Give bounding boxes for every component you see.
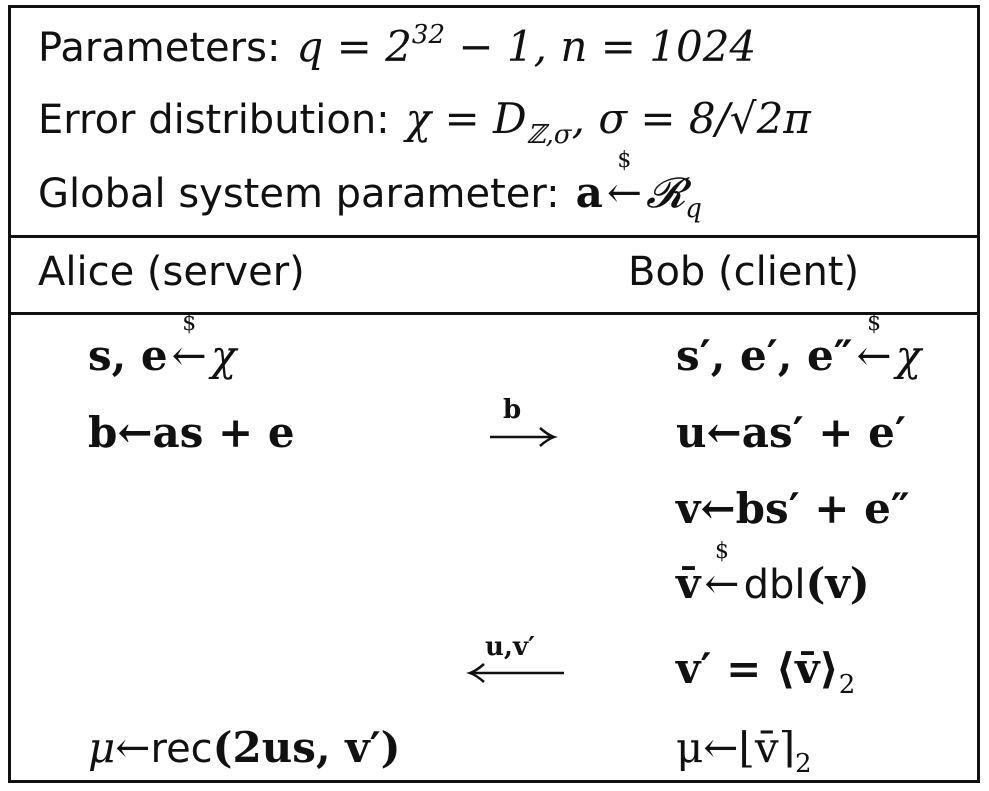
bob-mu-step: μ←⌊v̄⌉2 xyxy=(676,727,812,779)
gets-arrow: ← xyxy=(606,168,643,217)
rec-function: rec xyxy=(150,726,213,772)
q-expression: q = 232 − 1, n = 1024 xyxy=(296,22,756,71)
R-subscript: q xyxy=(685,194,702,224)
sigma-rest: , σ = 8/√2π xyxy=(571,94,811,143)
chi-expression: χ = Dℤ,σ, σ = 8/√2π xyxy=(405,94,811,149)
R-symbol: 𝓡q xyxy=(646,168,702,223)
alice-sample-arrow: $← xyxy=(172,313,207,377)
bob-dbl-step: v̄ $← dbl(v) xyxy=(676,541,870,608)
gets-arrow: ← xyxy=(171,331,207,380)
right-arrow-icon xyxy=(490,427,558,447)
alice-column-title: Alice (server) xyxy=(38,249,305,295)
bob-dbl-arrow: $← xyxy=(704,541,739,605)
alice-se: s, e xyxy=(88,331,168,380)
gets-arrow: ← xyxy=(704,559,740,608)
dollar-sign: $ xyxy=(617,148,632,173)
dollar-sign: $ xyxy=(715,539,729,564)
global-label: Global system parameter: xyxy=(38,171,560,217)
error-row: Error distribution: χ = Dℤ,σ, σ = 8/√2π xyxy=(38,97,811,149)
error-label: Error distribution: xyxy=(38,97,390,143)
bob-chi: χ xyxy=(895,331,922,380)
message-uv-label: u,v′ xyxy=(485,632,535,662)
divider-columns xyxy=(11,312,977,315)
alice-sample-step: s, e $← χ xyxy=(88,313,236,377)
parameters-label: Parameters: xyxy=(38,25,281,71)
q-expr-text: q = 2 xyxy=(296,22,412,71)
R-text: 𝓡 xyxy=(646,168,686,217)
dbl-function: dbl xyxy=(743,562,806,608)
bob-compute-v: v←bs′ + e″ xyxy=(676,484,910,533)
bob-mu: μ←⌊v̄⌉ xyxy=(676,723,795,772)
alice-rec-step: μ←rec(2us, v′) xyxy=(88,726,401,772)
alice-chi: χ xyxy=(210,331,237,380)
vprime-subscript: 2 xyxy=(838,670,856,700)
bob-compute-u: u←as′ + e′ xyxy=(676,408,906,457)
alice-compute-b: b←as + e xyxy=(88,408,295,457)
dollar-sign: $ xyxy=(867,311,882,336)
chi-expr-text: χ = D xyxy=(405,94,527,143)
bob-sample-arrow: $← xyxy=(857,313,892,377)
mu-subscript: 2 xyxy=(795,749,812,779)
bob-sample-step: s′, e′, e″ $← χ xyxy=(676,313,921,377)
alice-mu: μ← xyxy=(88,723,151,772)
dollar-sign: $ xyxy=(182,311,197,336)
global-row: Global system parameter: a $← 𝓡q xyxy=(38,150,702,223)
protocol-frame xyxy=(8,5,980,783)
rec-args: (2us, v′) xyxy=(212,723,401,772)
sample-arrow: $← xyxy=(607,150,642,214)
q-exponent: 32 xyxy=(411,20,446,50)
message-b-label: b xyxy=(503,395,522,425)
left-arrow-icon xyxy=(466,663,564,683)
parameters-row: Parameters: q = 232 − 1, n = 1024 xyxy=(38,22,756,68)
gets-arrow: ← xyxy=(856,331,892,380)
bob-column-title: Bob (client) xyxy=(628,249,860,295)
bob-vbar: v̄ xyxy=(676,559,701,608)
bob-vprime: v′ = ⟨v̄⟩ xyxy=(676,644,839,693)
bob-se: s′, e′, e″ xyxy=(676,331,853,380)
divider-header xyxy=(11,235,977,238)
bob-vprime-step: v′ = ⟨v̄⟩2 xyxy=(676,648,856,700)
chi-subscript: ℤ,σ xyxy=(526,120,572,150)
q-rest: − 1, n = 1024 xyxy=(445,22,757,71)
dbl-args: (v) xyxy=(805,559,870,608)
a-symbol: a xyxy=(575,168,603,217)
